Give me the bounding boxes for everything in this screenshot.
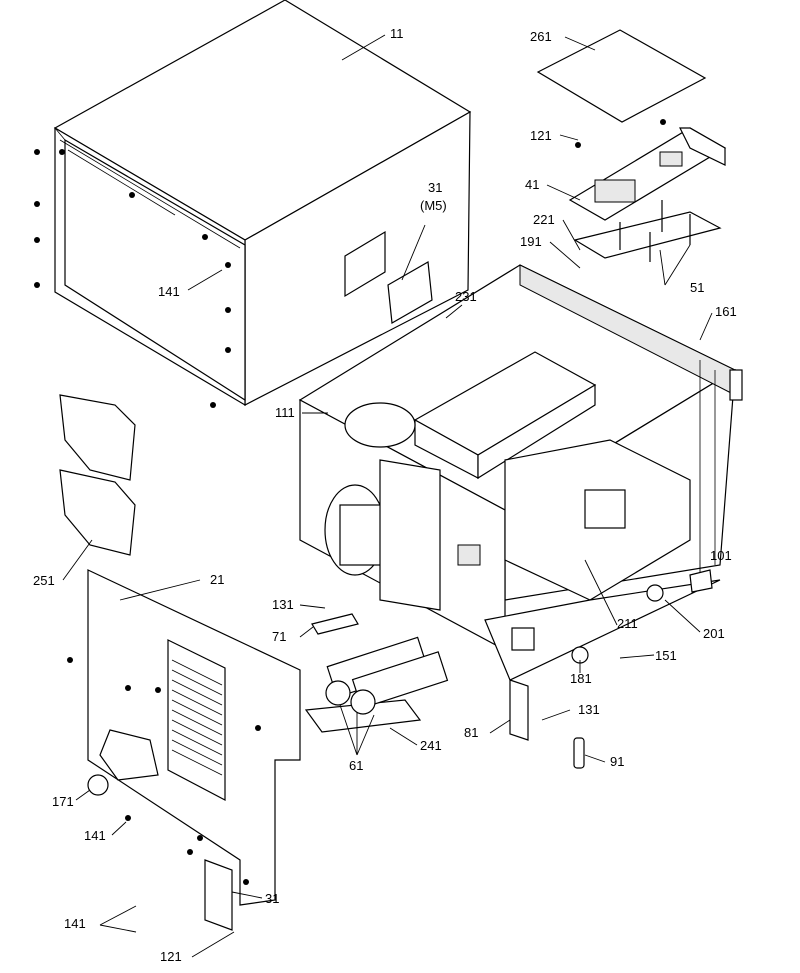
switch-part-101 <box>689 569 713 593</box>
callout-41: 41 <box>525 177 539 192</box>
vent-grille <box>171 659 223 776</box>
callout-161: 161 <box>715 304 737 319</box>
callout-141-top: 141 <box>158 284 180 299</box>
callout-121-top: 121 <box>530 128 552 143</box>
callout-211: 211 <box>617 616 638 631</box>
callout-221: 221 <box>533 212 555 227</box>
thermostat-part-171 <box>87 774 109 796</box>
callout-261: 261 <box>530 29 552 44</box>
callout-labels: 11 261 121 41 221 191 31 (M5) 141 231 51… <box>33 26 737 964</box>
cover-screws <box>34 149 447 408</box>
callout-181: 181 <box>570 671 592 686</box>
hopper-part-251 <box>59 394 136 556</box>
callout-31-bottom: 31 <box>265 891 279 906</box>
front-panel-part-21 <box>67 569 301 906</box>
callout-251: 251 <box>33 573 55 588</box>
callout-61: 61 <box>349 758 363 773</box>
callout-141-bottom: 141 <box>64 916 86 931</box>
callout-201: 201 <box>703 626 725 641</box>
callout-91: 91 <box>610 754 624 769</box>
callout-31-m5: (M5) <box>420 198 447 213</box>
callout-241: 241 <box>420 738 442 753</box>
fuse-part-91 <box>573 737 585 769</box>
callout-81: 81 <box>464 725 478 740</box>
bar-part-71 <box>311 613 359 635</box>
callout-231: 231 <box>455 289 477 304</box>
callout-21: 21 <box>210 572 224 587</box>
callout-131-right: 131 <box>578 702 600 717</box>
callout-31-top: 31 <box>428 180 442 195</box>
bracket-part-81 <box>509 679 529 741</box>
capacitors-part-61 <box>304 636 449 733</box>
callout-131-left: 131 <box>272 597 294 612</box>
main-chassis <box>298 264 737 681</box>
end-cap <box>729 369 743 401</box>
callout-191: 191 <box>520 234 542 249</box>
callout-141-mid: 141 <box>84 828 106 843</box>
callout-121-bottom: 121 <box>160 949 182 964</box>
bracket-part-31 <box>204 859 233 931</box>
pcb-assembly-part-41 <box>568 119 727 262</box>
callout-151: 151 <box>655 648 677 663</box>
callout-101: 101 <box>710 548 732 563</box>
outer-cover-part-11 <box>34 0 472 408</box>
thermostat-part-201 <box>646 584 664 602</box>
callout-111: 111 <box>275 405 295 420</box>
label-plate-part-261 <box>536 29 707 123</box>
leader-lines <box>62 34 713 958</box>
callout-71: 71 <box>272 629 286 644</box>
callout-11: 11 <box>390 26 404 41</box>
callout-51: 51 <box>690 280 704 295</box>
callout-171: 171 <box>52 794 74 809</box>
